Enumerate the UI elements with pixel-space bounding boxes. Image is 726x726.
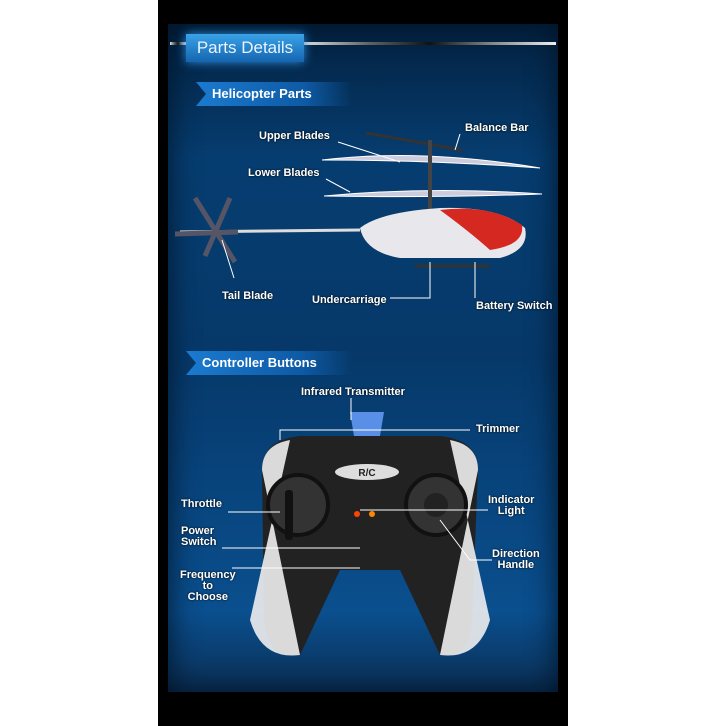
label-tail-blade: Tail Blade — [222, 290, 274, 302]
label-balance-bar: Balance Bar — [465, 122, 529, 134]
label-frequency: Frequency to Choose — [180, 569, 236, 603]
page-title: Parts Details — [186, 34, 304, 62]
label-power-switch: Power Switch — [181, 525, 217, 548]
label-upper-blades: Upper Blades — [259, 130, 330, 142]
label-infrared-transmitter: Infrared Transmitter — [301, 386, 405, 398]
label-throttle: Throttle — [181, 498, 222, 510]
section-helicopter-parts: Helicopter Parts — [196, 82, 352, 106]
controller-image: R/C — [250, 412, 490, 656]
label-battery-switch: Battery Switch — [476, 300, 553, 312]
label-trimmer: Trimmer — [476, 423, 520, 435]
label-undercarriage: Undercarriage — [312, 294, 387, 306]
divider — [304, 42, 556, 45]
label-indicator-light: Indicator Light — [488, 494, 535, 517]
divider — [170, 42, 186, 45]
label-lower-blades: Lower Blades — [248, 167, 320, 179]
section-controller-buttons: Controller Buttons — [186, 351, 352, 375]
controller-logo: R/C — [358, 468, 375, 479]
label-direction-handle: Direction Handle — [492, 548, 540, 571]
helicopter-image — [174, 131, 543, 268]
